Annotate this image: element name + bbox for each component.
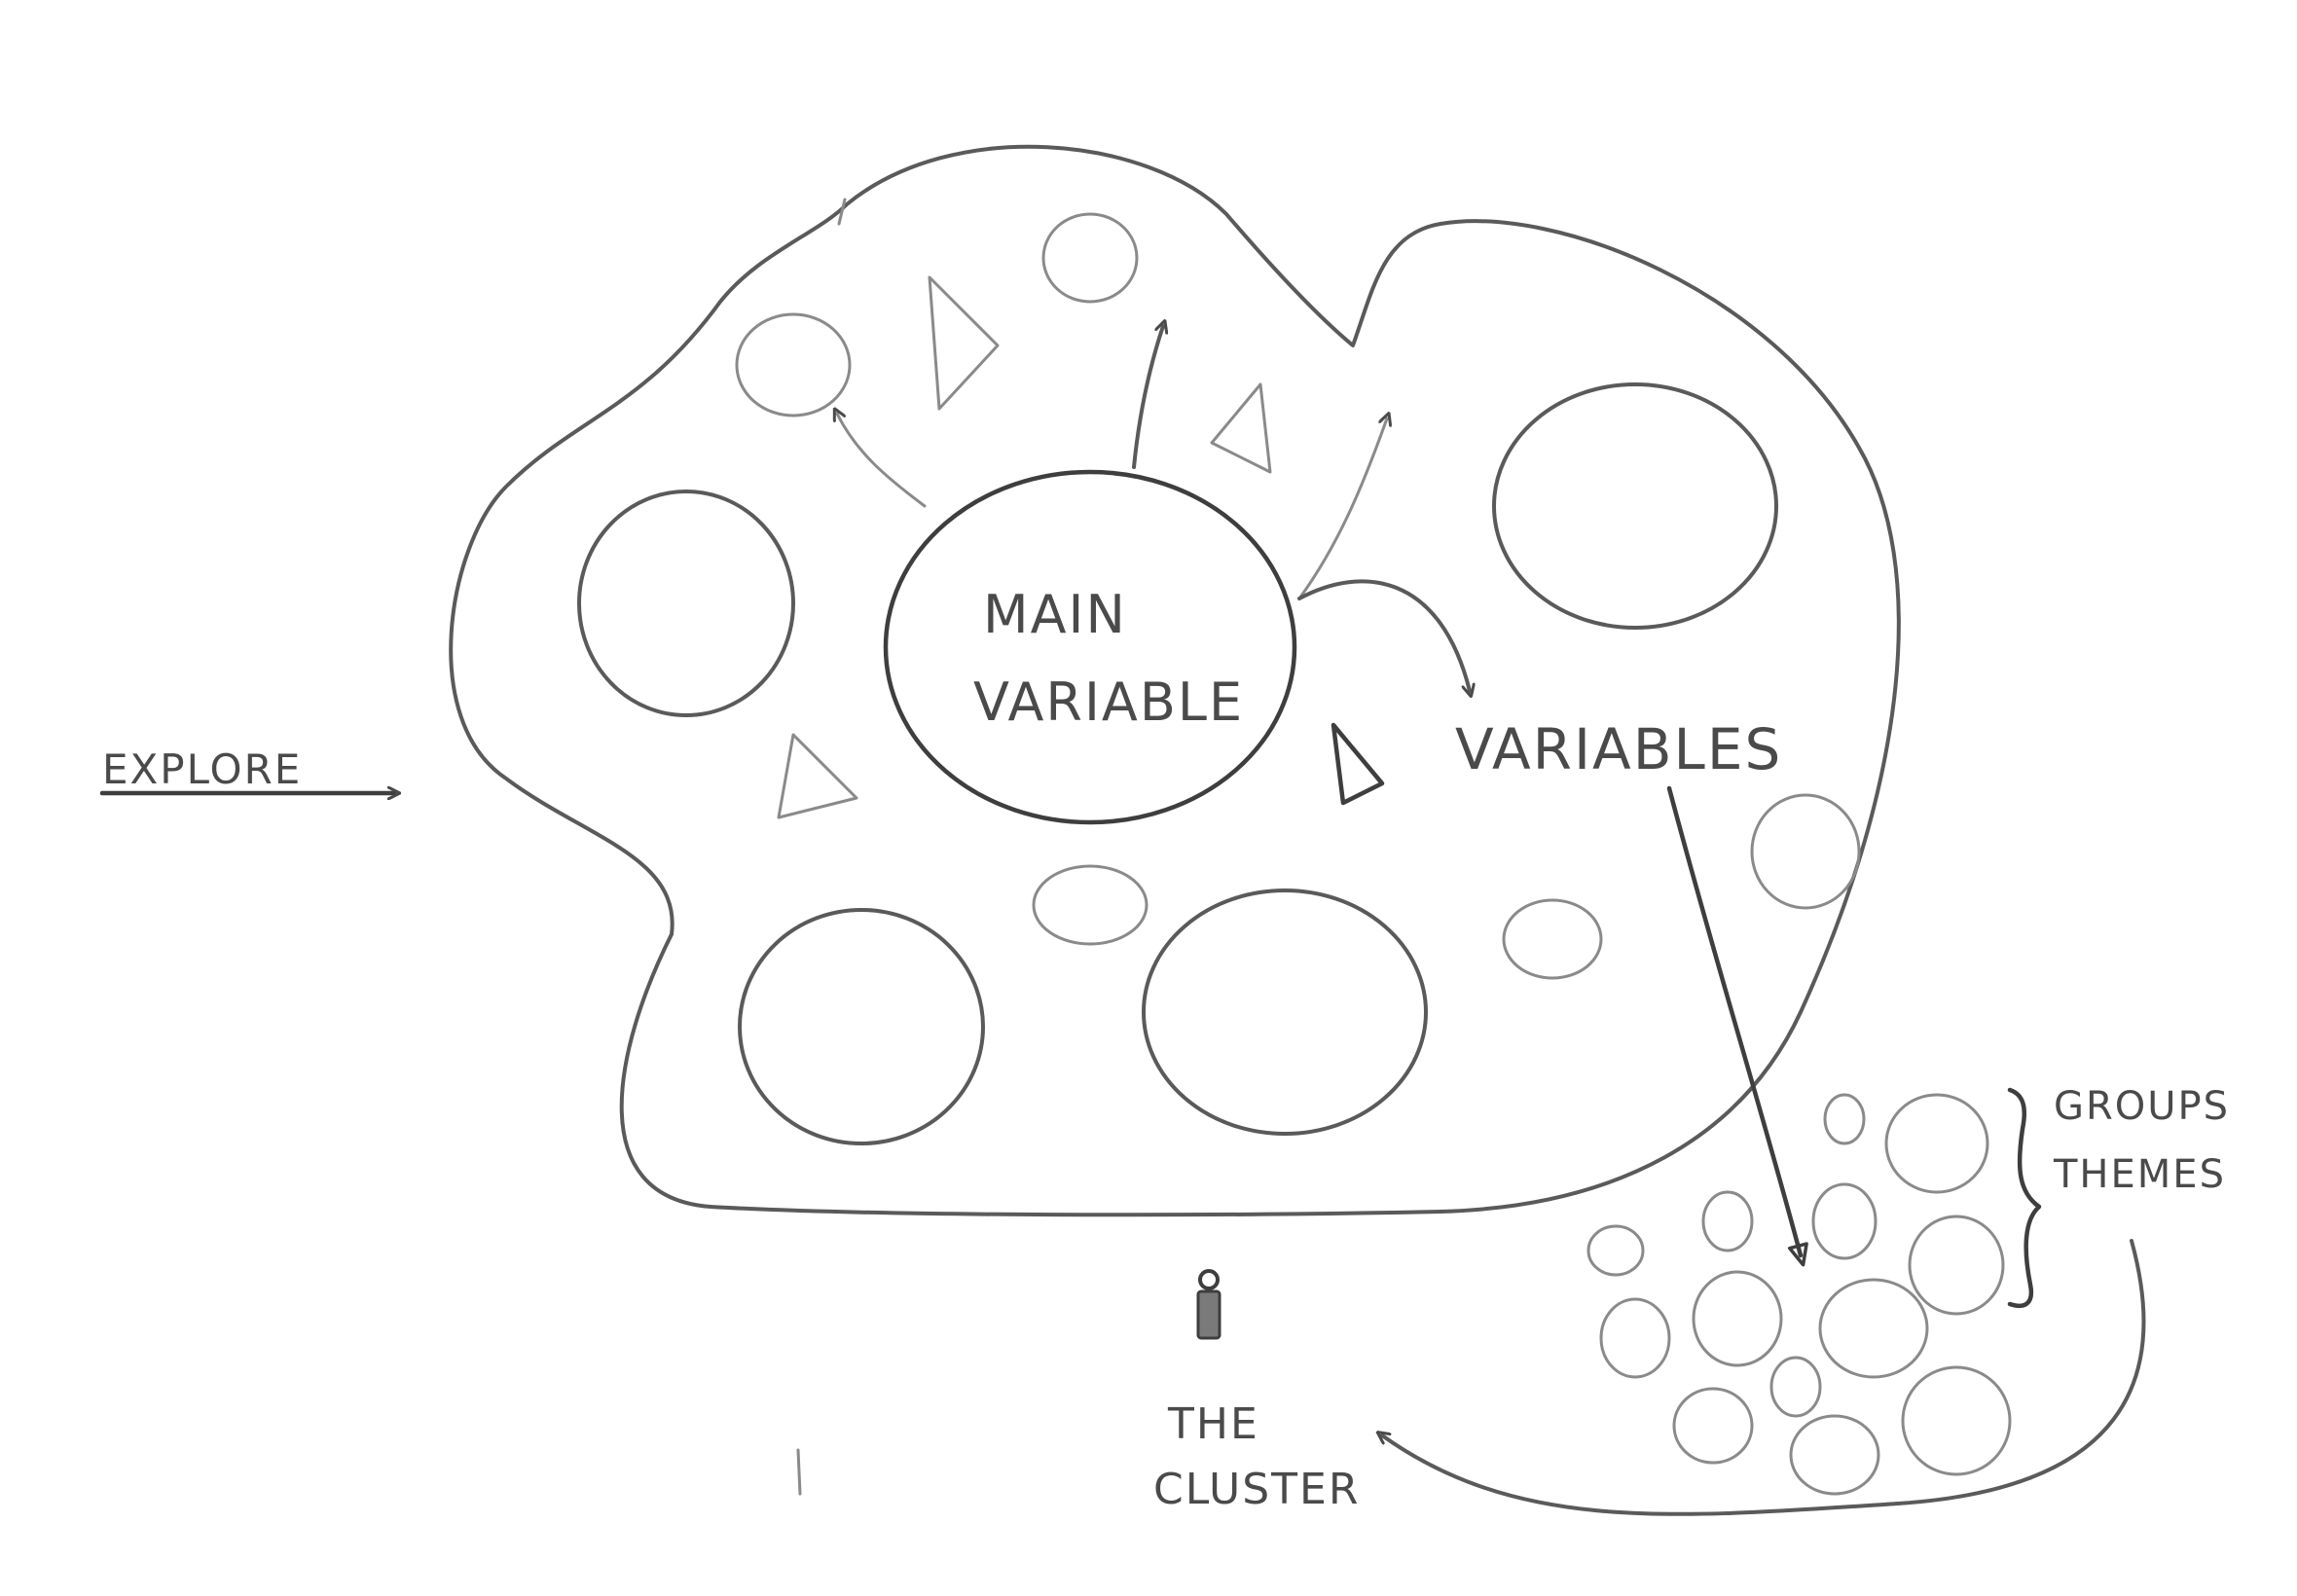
groups-label: GROUPS <box>2054 1084 2230 1129</box>
triangle-top-center <box>1210 382 1272 474</box>
stray-mark-top <box>837 198 847 226</box>
arrow-variables-to-groups <box>1666 785 1808 1267</box>
themes-label: THEMES <box>2053 1152 2226 1197</box>
main-variable-label-line1: MAIN <box>983 584 1127 645</box>
main-cloud-outline <box>449 144 1901 1217</box>
circle-bottom-center-large <box>1142 889 1428 1136</box>
circle-left <box>577 490 795 717</box>
triangle-top-left <box>928 275 1000 411</box>
arrow-to-top-center-circle <box>1132 326 1163 469</box>
person-figure-icon <box>1196 1269 1221 1340</box>
groups-brace <box>2007 1087 2042 1309</box>
arrow-to-top-right <box>1297 418 1387 600</box>
triangle-left <box>777 733 858 819</box>
groups-themes-cluster <box>1586 1093 2012 1496</box>
cluster-label-line2: CLUSTER <box>1153 1465 1360 1514</box>
arrow-to-top-left-circle <box>837 414 927 508</box>
variables-label: VARIABLES <box>1455 716 1782 782</box>
circle-bottom-left-large <box>738 908 985 1145</box>
cluster-label-line1: THE <box>1167 1399 1259 1449</box>
circle-right-small <box>1750 793 1861 910</box>
circle-top-small-center <box>1041 212 1139 304</box>
stray-mark-bottom <box>796 1448 802 1496</box>
triangle-center-right <box>1331 722 1385 806</box>
main-variable-label-line2: VARIABLE <box>973 671 1244 733</box>
arrow-to-variables <box>1297 579 1470 691</box>
explore-label: EXPLORE <box>102 745 302 793</box>
circle-bottom-small-right <box>1502 898 1603 980</box>
circle-bottom-small-mid <box>1032 864 1148 946</box>
arrow-groups-to-cluster <box>1382 1239 2146 1516</box>
circle-top-small-left <box>735 312 852 417</box>
main-variable-circle <box>883 469 1297 825</box>
circle-top-right-large <box>1492 382 1778 630</box>
